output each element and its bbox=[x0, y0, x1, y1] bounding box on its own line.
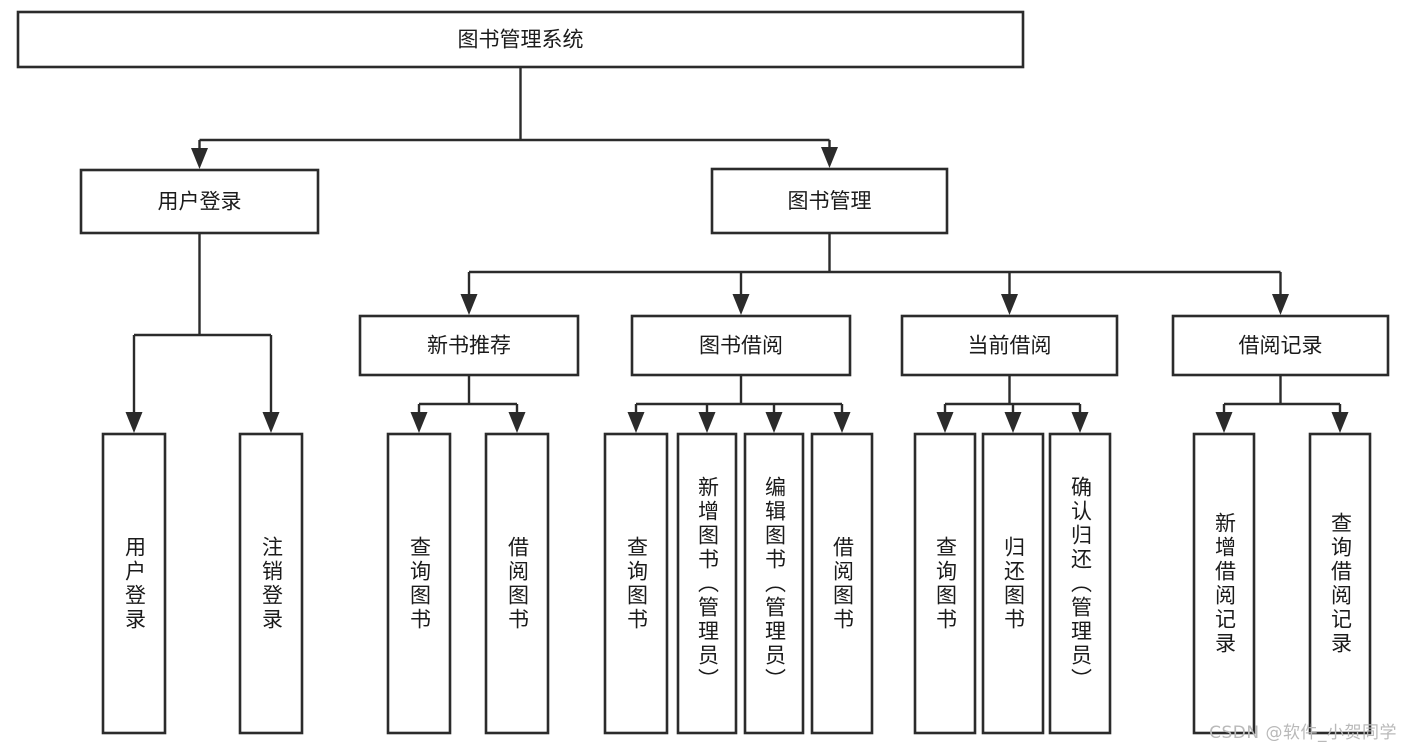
node-box-leaf-user-login[interactable] bbox=[101, 432, 167, 735]
arrow-head-leaf-user-login bbox=[125, 412, 143, 433]
arrow-head-leaf-edit-book bbox=[765, 412, 783, 433]
node-label-leaf-user-login: 用户登录 bbox=[122, 535, 147, 632]
node-label-wrap-leaf-query-book: 查询图书 bbox=[624, 535, 649, 632]
node-label-wrap-leaf-borrow-book-rec: 借阅图书 bbox=[505, 535, 530, 632]
node-label-wrap-leaf-user-logout: 注销登录 bbox=[259, 535, 284, 632]
node-box-borrow-record[interactable] bbox=[1171, 314, 1390, 377]
node-box-leaf-return-book[interactable] bbox=[981, 432, 1045, 735]
node-label-leaf-add-record: 新增借阅记录 bbox=[1212, 511, 1237, 656]
node-box-leaf-query-record[interactable] bbox=[1308, 432, 1372, 735]
node-box-leaf-query-book-cur[interactable] bbox=[913, 432, 977, 735]
arrow-head-leaf-query-book-cur bbox=[936, 412, 954, 433]
node-label-leaf-confirm-return: 确认归还（管理员） bbox=[1068, 475, 1093, 692]
arrow-head-book-borrow bbox=[732, 294, 750, 315]
node-label-wrap-leaf-query-book-rec: 查询图书 bbox=[407, 535, 432, 632]
node-label-wrap-leaf-user-login: 用户登录 bbox=[122, 535, 147, 632]
node-label-leaf-query-record: 查询借阅记录 bbox=[1328, 511, 1353, 656]
node-label-wrap-leaf-return-book: 归还图书 bbox=[1001, 535, 1026, 632]
node-label-new-book-rec: 新书推荐 bbox=[427, 334, 511, 358]
node-label-wrap-leaf-borrow-book: 借阅图书 bbox=[830, 535, 855, 632]
node-label-leaf-query-book: 查询图书 bbox=[624, 535, 649, 632]
node-label-root: 图书管理系统 bbox=[458, 28, 584, 52]
node-label-wrap-leaf-add-record: 新增借阅记录 bbox=[1212, 511, 1237, 656]
arrow-head-leaf-return-book bbox=[1004, 412, 1022, 433]
node-label-current-borrow: 当前借阅 bbox=[968, 334, 1052, 358]
arrow-head-leaf-add-record bbox=[1215, 412, 1233, 433]
node-label-leaf-borrow-book: 借阅图书 bbox=[830, 535, 855, 632]
node-label-leaf-user-logout: 注销登录 bbox=[259, 535, 284, 632]
node-label-book-manage: 图书管理 bbox=[788, 189, 872, 213]
node-box-leaf-borrow-book-rec[interactable] bbox=[484, 432, 550, 735]
node-label-leaf-query-book-cur: 查询图书 bbox=[933, 535, 958, 632]
node-label-borrow-record: 借阅记录 bbox=[1239, 334, 1323, 358]
node-box-layer bbox=[16, 10, 1390, 735]
arrow-head-leaf-query-record bbox=[1331, 412, 1349, 433]
arrow-head-user-login bbox=[191, 148, 208, 169]
node-box-leaf-query-book[interactable] bbox=[603, 432, 669, 735]
connector-layer bbox=[125, 67, 1349, 433]
arrow-head-book-manage bbox=[821, 147, 838, 168]
node-label-leaf-borrow-book-rec: 借阅图书 bbox=[505, 535, 530, 632]
node-label-leaf-query-book-rec: 查询图书 bbox=[407, 535, 432, 632]
node-box-leaf-add-record[interactable] bbox=[1192, 432, 1256, 735]
arrow-head-leaf-query-book bbox=[627, 412, 645, 433]
arrow-head-leaf-user-logout bbox=[262, 412, 280, 433]
arrow-head-new-book-rec bbox=[460, 294, 478, 315]
node-box-new-book-rec[interactable] bbox=[358, 314, 580, 377]
node-label-layer: 图书管理系统用户登录图书管理新书推荐图书借阅当前借阅借阅记录用户登录注销登录查询… bbox=[122, 28, 1353, 692]
arrow-head-leaf-add-book bbox=[698, 412, 716, 433]
node-label-book-borrow: 图书借阅 bbox=[699, 334, 783, 358]
node-label-leaf-edit-book: 编辑图书（管理员） bbox=[762, 475, 787, 692]
node-box-leaf-user-logout[interactable] bbox=[238, 432, 304, 735]
arrow-head-leaf-query-book-rec bbox=[410, 412, 428, 433]
node-box-user-login[interactable] bbox=[79, 168, 320, 235]
node-box-leaf-confirm-return[interactable] bbox=[1048, 432, 1112, 735]
node-label-wrap-leaf-confirm-return: 确认归还（管理员） bbox=[1068, 475, 1093, 692]
node-box-leaf-query-book-rec[interactable] bbox=[386, 432, 452, 735]
arrow-head-borrow-record bbox=[1272, 294, 1289, 315]
node-box-leaf-borrow-book[interactable] bbox=[810, 432, 874, 735]
arrow-head-current-borrow bbox=[1001, 294, 1018, 315]
node-label-wrap-leaf-edit-book: 编辑图书（管理员） bbox=[762, 475, 787, 692]
node-label-leaf-return-book: 归还图书 bbox=[1001, 535, 1026, 632]
arrow-head-leaf-borrow-book-rec bbox=[508, 412, 526, 433]
node-box-leaf-edit-book[interactable] bbox=[743, 432, 805, 735]
arrow-head-leaf-confirm-return bbox=[1071, 412, 1089, 433]
node-box-book-manage[interactable] bbox=[710, 167, 949, 235]
node-box-book-borrow[interactable] bbox=[630, 314, 852, 377]
node-box-leaf-add-book[interactable] bbox=[676, 432, 738, 735]
node-label-wrap-leaf-add-book: 新增图书（管理员） bbox=[695, 475, 720, 692]
node-box-root[interactable] bbox=[16, 10, 1025, 69]
node-label-user-login: 用户登录 bbox=[158, 190, 242, 214]
node-label-leaf-add-book: 新增图书（管理员） bbox=[695, 475, 720, 692]
node-box-current-borrow[interactable] bbox=[900, 314, 1119, 377]
node-label-wrap-leaf-query-book-cur: 查询图书 bbox=[933, 535, 958, 632]
node-label-wrap-leaf-query-record: 查询借阅记录 bbox=[1328, 511, 1353, 656]
arrow-head-leaf-borrow-book bbox=[833, 412, 851, 433]
